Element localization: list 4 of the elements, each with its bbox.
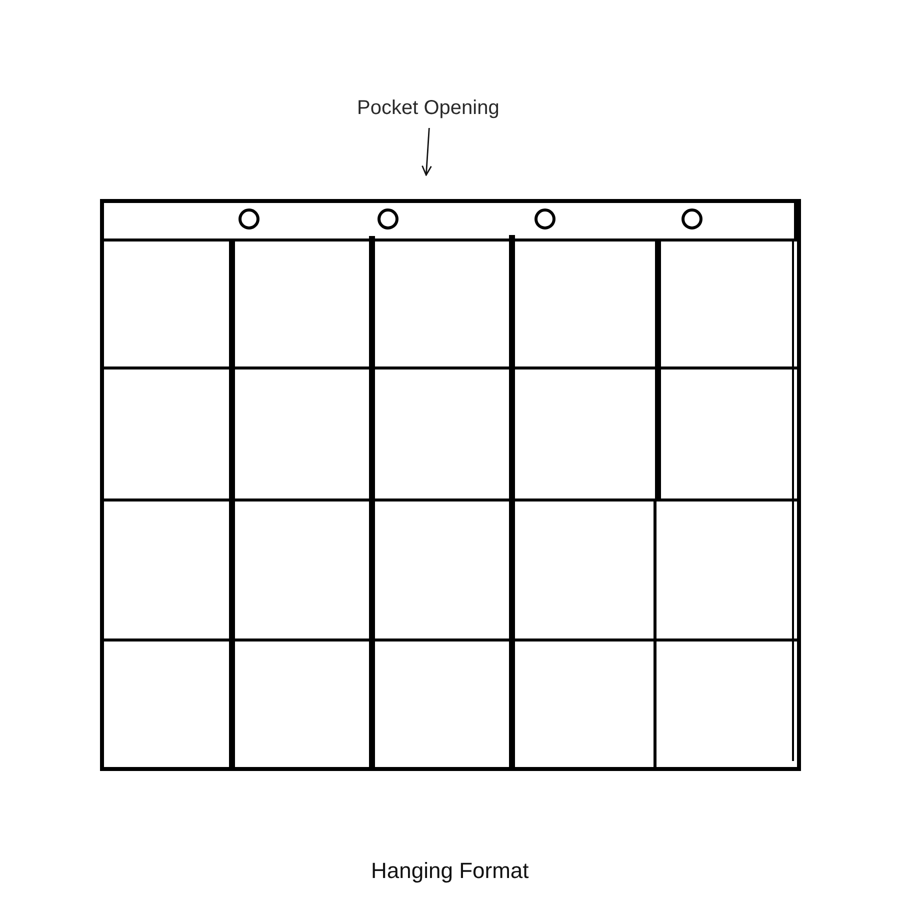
leader-arrow xyxy=(422,128,432,176)
caption: Hanging Format xyxy=(371,858,529,884)
callout-label: Pocket Opening xyxy=(357,97,500,120)
pocket-chart xyxy=(100,199,801,771)
